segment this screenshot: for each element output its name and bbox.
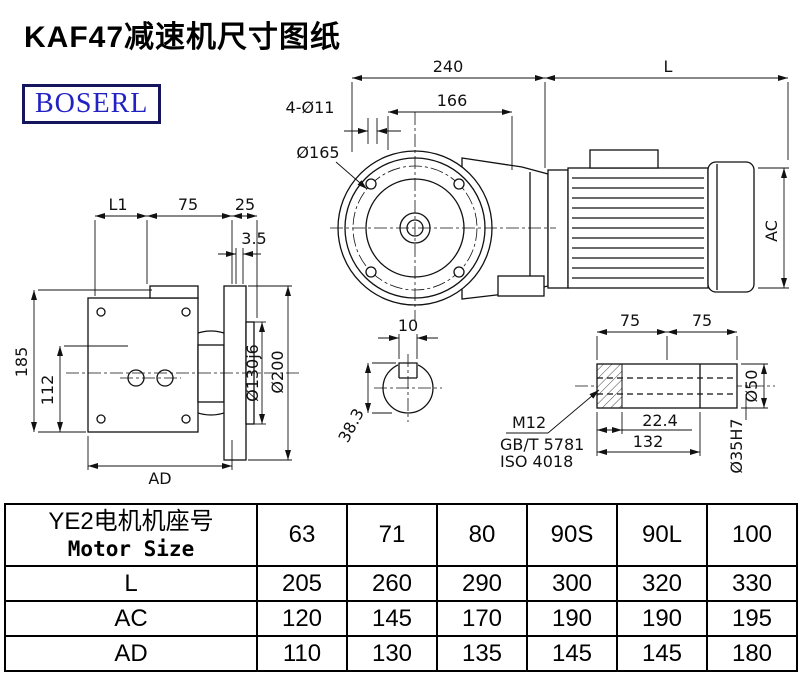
- motor-size-col: 90L: [616, 503, 708, 567]
- front-view: [330, 112, 755, 320]
- technical-drawing: 240 L 166 4-Ø11 Ø165 AC: [12, 57, 789, 488]
- motor-flange: [547, 169, 569, 289]
- motor-size-col: 100: [706, 503, 798, 567]
- dim-cell: 320: [616, 565, 708, 602]
- dim-ad: AD: [148, 469, 171, 488]
- dim-cell: 170: [436, 600, 528, 637]
- side-view: [66, 285, 300, 461]
- dim-cell: 145: [616, 635, 708, 672]
- table-header-row: YE2电机机座号 Motor Size 63 71 80 90S 90L 100: [4, 503, 798, 567]
- dim-3-5: 3.5: [241, 229, 266, 248]
- thread-callout: M12: [512, 413, 546, 432]
- dim-shaft-75b: 75: [692, 311, 712, 330]
- dim-cell: 120: [256, 600, 348, 637]
- dim-132: 132: [633, 432, 664, 451]
- dim-cell: 190: [616, 600, 708, 637]
- brand-logo: BOSERL: [22, 84, 162, 124]
- standard-gb: GB/T 5781: [500, 435, 584, 454]
- motor-size-col: 80: [436, 503, 528, 567]
- dim-ac: AC: [762, 220, 781, 242]
- dim-cell: 145: [526, 635, 618, 672]
- motor-size-col: 90S: [526, 503, 618, 567]
- dim-row-label: AC: [4, 600, 258, 637]
- motor-size-header-cn: YE2电机机座号: [48, 508, 214, 535]
- dim-l1: L1: [108, 195, 127, 214]
- table-row-L: L 205 260 290 300 320 330: [4, 565, 798, 602]
- dim-22-4: 22.4: [642, 411, 678, 430]
- dim-cell: 195: [706, 600, 798, 637]
- dim-185: 185: [12, 347, 31, 378]
- dim-cell: 110: [256, 635, 348, 672]
- dim-cell: 130: [346, 635, 438, 672]
- bolt-hole: [453, 178, 465, 190]
- fan-cover: [707, 161, 755, 293]
- dim-flange-diameter: Ø200: [268, 350, 287, 393]
- dim-cell: 145: [346, 600, 438, 637]
- motor-size-col: 71: [346, 503, 438, 567]
- table-row-AC: AC 120 145 170 190 190 195: [4, 600, 798, 637]
- dim-240: 240: [433, 57, 464, 76]
- dimension-table: YE2电机机座号 Motor Size 63 71 80 90S 90L 100…: [4, 503, 798, 672]
- bolt-hole: [453, 266, 465, 278]
- terminal-box: [589, 149, 659, 169]
- bolt-hole: [365, 178, 377, 190]
- dim-cell: 205: [256, 565, 348, 602]
- dim-key-width: 10: [398, 316, 418, 335]
- dim-cell: 190: [526, 600, 618, 637]
- front-dimensions: 240 L 166 4-Ø11 Ø165 AC: [286, 57, 789, 289]
- dim-cell: 180: [706, 635, 798, 672]
- dim-row-label: AD: [4, 635, 258, 672]
- brand-text: BOSERL: [35, 88, 149, 119]
- motor-size-header-en: Motor Size: [67, 537, 195, 561]
- dim-shaft-diameter: Ø50: [742, 370, 761, 403]
- bolt-hole: [365, 266, 377, 278]
- dim-75-side: 75: [178, 195, 198, 214]
- dim-166: 166: [437, 91, 468, 110]
- motor-fins: [572, 177, 704, 279]
- dim-25: 25: [235, 195, 255, 214]
- table-row-AD: AD 110 130 135 145 145 180: [4, 635, 798, 672]
- dim-bore-diameter: Ø35H7: [727, 418, 746, 473]
- dim-bolt-holes: 4-Ø11: [286, 98, 335, 117]
- shaft-section-view: 10 38.3: [334, 316, 442, 446]
- dim-cell: 135: [436, 635, 528, 672]
- side-dimensions: L1 75 25 3.5 185 112 AD Ø130j6: [12, 195, 292, 488]
- dim-cell: 300: [526, 565, 618, 602]
- dim-spigot-diameter: Ø130j6: [243, 344, 262, 402]
- dim-cell: 290: [436, 565, 528, 602]
- standard-iso: ISO 4018: [500, 452, 573, 471]
- gearbox-body: [87, 297, 199, 433]
- shaft-detail-view: 75 75 22.4 132 Ø50 Ø35H7 M12 GB/T 5781 I…: [500, 311, 775, 474]
- dim-motor-length: L: [664, 57, 673, 76]
- dim-key-depth: 38.3: [334, 405, 368, 445]
- motor-size-col: 63: [256, 503, 348, 567]
- dim-cell: 330: [706, 565, 798, 602]
- page-title: KAF47减速机尺寸图纸: [24, 21, 342, 54]
- motor-size-header: YE2电机机座号 Motor Size: [4, 503, 258, 567]
- dim-112: 112: [38, 375, 57, 406]
- dim-cell: 260: [346, 565, 438, 602]
- dim-row-label: L: [4, 565, 258, 602]
- dim-shaft-75a: 75: [620, 311, 640, 330]
- dim-bolt-circle: Ø165: [296, 143, 339, 162]
